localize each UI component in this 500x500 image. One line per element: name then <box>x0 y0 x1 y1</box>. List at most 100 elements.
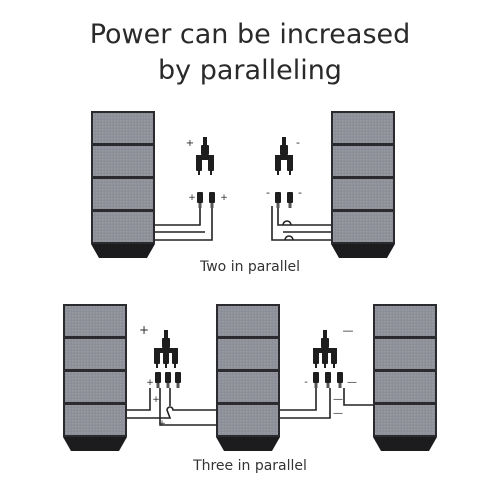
panel-pocket <box>63 437 127 451</box>
plug-body <box>175 372 181 383</box>
panels-layer <box>63 111 437 451</box>
panel-cell <box>65 306 125 336</box>
connector-pin <box>165 364 167 368</box>
panel-cell <box>333 146 393 176</box>
cable-right-minus-b <box>271 206 333 241</box>
connector-pin <box>210 171 212 175</box>
connector-pin <box>315 364 317 368</box>
panel-cell <box>218 405 278 435</box>
plug-body <box>325 372 331 383</box>
plug-body <box>337 372 343 383</box>
connector-leg <box>287 159 293 171</box>
polarity-labels-layer: +++---++++—-——— <box>139 136 357 429</box>
panel-pocket <box>331 244 395 258</box>
connector-pin <box>156 364 158 368</box>
plug-body <box>287 192 293 203</box>
plus-sign: + <box>152 395 160 405</box>
panel-2-middle <box>216 304 280 451</box>
connector-pin <box>174 364 176 368</box>
plug-tip <box>276 203 280 208</box>
connector-bridge <box>313 348 337 353</box>
minus-sign: — <box>347 377 357 388</box>
plus-sign: + <box>139 323 149 337</box>
cable-mid-minus-2a <box>278 388 317 411</box>
panel-cell <box>218 372 278 402</box>
minus-sign: - <box>298 186 302 199</box>
panel-pocket <box>216 437 280 451</box>
cable-left-plus-a <box>153 206 201 226</box>
connector-tail <box>323 330 327 338</box>
branch-connector-minus-1 <box>275 137 293 175</box>
plug-tip <box>176 383 180 388</box>
plug-tip <box>338 383 342 388</box>
panel-cell <box>375 405 435 435</box>
connector-leg <box>331 352 337 364</box>
caption-three-in-parallel: Three in parallel <box>193 458 307 474</box>
panel-cell <box>218 306 278 336</box>
panel-cell <box>333 113 393 143</box>
cable-left-plus-2a <box>125 388 151 411</box>
panel-1-left <box>91 111 155 258</box>
plus-sign: + <box>186 138 194 149</box>
plug-body <box>209 192 215 203</box>
connector-pin <box>289 171 291 175</box>
minus-sign: — <box>333 394 343 405</box>
plug-body <box>165 372 171 383</box>
connector-leg <box>313 352 319 364</box>
plug-body <box>155 372 161 383</box>
minus-sign: - <box>266 186 270 199</box>
cables-layer <box>125 206 375 426</box>
connector-leg <box>208 159 214 171</box>
plus-sign: + <box>146 378 154 388</box>
title-line-2: by paralleling <box>158 55 342 86</box>
plug-minus-2a <box>313 372 319 388</box>
minus-sign: — <box>343 324 354 337</box>
plus-sign: + <box>220 193 228 203</box>
connector-leg <box>322 352 328 364</box>
connector-body <box>201 145 209 155</box>
connector-bridge <box>196 155 214 160</box>
panel-cell <box>65 405 125 435</box>
connector-tail <box>203 137 207 145</box>
panel-cell <box>93 212 153 242</box>
panel-cell <box>93 179 153 209</box>
plug-tip <box>326 383 330 388</box>
panel-cell <box>65 372 125 402</box>
plug-plus-1b <box>209 192 215 208</box>
plug-minus-1b <box>287 192 293 208</box>
plug-minus-2b <box>325 372 331 388</box>
connector-tail <box>164 330 168 338</box>
plug-tip <box>156 383 160 388</box>
connector-leg <box>163 352 169 364</box>
plug-tip <box>166 383 170 388</box>
connector-pin <box>333 364 335 368</box>
connector-tail <box>282 137 286 145</box>
panel-cell <box>375 306 435 336</box>
branch-connector-plus-2 <box>154 330 178 368</box>
cable-left-plus-2c <box>159 388 218 426</box>
panel-cell <box>375 372 435 402</box>
plug-minus-2c <box>337 372 343 388</box>
connector-body <box>280 145 288 155</box>
cable-left-plus-b <box>153 206 213 241</box>
panel-cell <box>65 339 125 369</box>
plug-plus-1a <box>197 192 203 208</box>
cable-right-minus-2 <box>343 388 375 406</box>
connector-bridge <box>275 155 293 160</box>
branch-connector-plus-1 <box>196 137 214 175</box>
connector-pin <box>198 171 200 175</box>
connector-bridge <box>154 348 178 353</box>
panel-cell <box>333 212 393 242</box>
plug-plus-2b <box>165 372 171 388</box>
panel-cell <box>375 339 435 369</box>
plug-tip <box>314 383 318 388</box>
connector-leg <box>172 352 178 364</box>
panel-cell <box>93 146 153 176</box>
connector-body <box>321 338 329 348</box>
plug-body <box>197 192 203 203</box>
minus-sign: — <box>333 408 343 419</box>
cable-left-plus-2b <box>125 406 218 419</box>
minus-sign: - <box>304 377 308 388</box>
connector-body <box>162 338 170 348</box>
